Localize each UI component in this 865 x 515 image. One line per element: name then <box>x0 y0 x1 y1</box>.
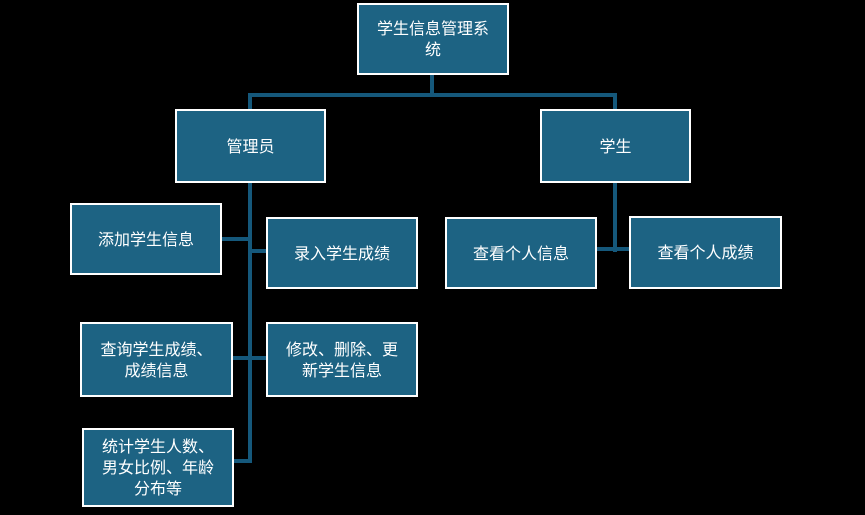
node-student-label: 学生 <box>599 136 632 156</box>
connector-statistics <box>232 459 250 463</box>
node-add-student-info: 添加学生信息 <box>70 203 222 275</box>
node-modify-delete-update: 修改、删除、更 新学生信息 <box>266 322 418 397</box>
node-root-label: 学生信息管理系 统 <box>376 19 489 59</box>
connector-admin-drop <box>248 93 252 110</box>
node-enter-student-grades-label: 录入学生成绩 <box>293 243 390 263</box>
node-enter-student-grades: 录入学生成绩 <box>266 217 418 289</box>
node-statistics: 统计学生人数、 男女比例、年龄 分布等 <box>82 428 234 507</box>
node-admin-label: 管理员 <box>226 136 275 156</box>
node-query-student-grades-label: 查询学生成绩、 成绩信息 <box>100 339 213 380</box>
connector-root-drop <box>430 75 434 97</box>
connector-student-trunk <box>613 183 617 252</box>
node-student: 学生 <box>540 109 691 183</box>
node-view-personal-info-label: 查看个人信息 <box>472 243 569 263</box>
connector-top-horizontal <box>248 93 617 97</box>
node-root: 学生信息管理系 统 <box>357 3 509 75</box>
node-view-personal-info: 查看个人信息 <box>445 217 597 289</box>
connector-student-children <box>595 247 631 251</box>
connector-query-modify <box>231 356 268 360</box>
node-admin: 管理员 <box>175 109 326 183</box>
connector-admin-trunk <box>248 183 252 463</box>
node-modify-delete-update-label: 修改、删除、更 新学生信息 <box>285 339 398 380</box>
connector-add-student-info <box>220 237 250 241</box>
node-view-personal-grades-label: 查看个人成绩 <box>657 243 754 262</box>
node-view-personal-grades: 查看个人成绩 <box>629 216 782 289</box>
node-add-student-info-label: 添加学生信息 <box>97 229 194 249</box>
node-statistics-label: 统计学生人数、 男女比例、年龄 分布等 <box>101 437 214 498</box>
connector-enter-grades <box>250 249 268 253</box>
node-query-student-grades: 查询学生成绩、 成绩信息 <box>80 322 233 397</box>
connector-student-drop <box>613 93 617 110</box>
